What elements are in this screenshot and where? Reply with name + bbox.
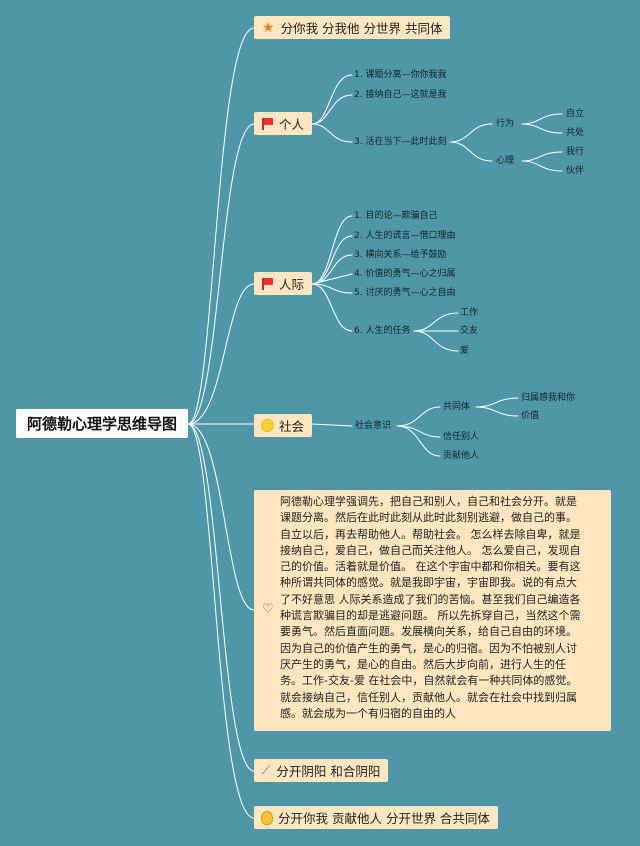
interpersonal-item-4: 4. 价值的勇气—心之归属 [354, 269, 456, 279]
task-work: 工作 [460, 308, 479, 318]
root-node[interactable]: 阿德勒心理学思维导图 [16, 409, 188, 438]
summary-line: 阿德勒心理学强调先，把自己和别人，自己和社会分开。就是 [280, 495, 577, 508]
flag-icon [262, 277, 273, 290]
sparkle-icon: ⟋ [262, 763, 271, 777]
interpersonal-item-3: 3. 横向关系—给予鼓励 [354, 250, 447, 260]
branch-yinyang[interactable]: ⟋ 分开阴阳 和合阴阳 [254, 759, 389, 782]
xingwei-child-2: 共处 [566, 128, 585, 138]
heart-icon: ♡ [262, 602, 274, 617]
summary-line: 要勇气。然后直面问题。发展横向关系，给自己自由的环境。 [280, 625, 577, 639]
summary-line: 感。就会成为一个有归宿的自由的人 [280, 706, 456, 720]
interpersonal-item-5: 5. 讨厌的勇气—心之自由 [354, 288, 456, 298]
summary-line: 了不好意思 人际关系造成了我们的苦恼。甚至我们自己编造各 [280, 592, 581, 606]
branch-interpersonal-label: 人际 [279, 277, 305, 292]
xinli-child-2: 伙伴 [566, 166, 585, 176]
summary-line: 务。工作-交友-爱 在社会中，自然就会有一种共同体的感觉。 [280, 674, 578, 688]
star-icon: ★ [262, 19, 275, 36]
summary-note[interactable]: ♡ 阿德勒心理学强调先，把自己和别人，自己和社会分开。就是 课题分离。然后在此时… [254, 490, 611, 731]
medal-icon [262, 811, 272, 824]
personal-sub-xingwei: 行为 [496, 119, 515, 129]
branch-top[interactable]: ★ 分你我 分我他 分世界 共同体 [254, 16, 451, 39]
summary-line: 课题分离。然后在此时此刻从此时此刻别逃避，做自己的事。 [280, 511, 577, 525]
branch-bottom[interactable]: 分开你我 贡献他人 分开世界 合共同体 [254, 806, 498, 829]
community-child-1: 归属感我和你 [521, 393, 576, 403]
branch-interpersonal[interactable]: 人际 [254, 272, 313, 295]
society-trust: 信任别人 [443, 432, 480, 442]
interpersonal-item-1: 1. 目的论—欺骗自己 [354, 211, 438, 221]
personal-item-3: 3. 活在当下—此时此刻 [354, 137, 447, 147]
summary-text: 阿德勒心理学强调先，把自己和别人，自己和社会分开。就是 课题分离。然后在此时此刻… [280, 494, 603, 722]
summary-line: 因为自己的价值产生的勇气，是心的归宿。因为不怕被别人讨 [280, 641, 577, 655]
summary-line: 己的价值。活着就是价值。 在这个宇宙中都和你相关。要有这 [280, 560, 581, 574]
society-contribute: 贡献他人 [443, 451, 480, 461]
task-love: 爱 [460, 346, 470, 356]
interpersonal-item-2: 2. 人生的谎言—借口理由 [354, 231, 456, 241]
community-child-2: 价值 [521, 411, 540, 421]
branch-yinyang-label: 分开阴阳 和合阴阳 [276, 764, 381, 779]
task-friendship: 交友 [460, 326, 479, 336]
interpersonal-item-6: 6. 人生的任务 [354, 326, 411, 336]
branch-society-label: 社会 [279, 419, 305, 434]
summary-line: 接纳自己，爱自己，做自己而关注他人。 怎么爱自己，发现自 [280, 543, 581, 557]
society-community: 共同体 [443, 402, 471, 412]
summary-line: 种所谓共同体的感觉。就是我即宇宙，宇宙即我。说的有点大 [280, 576, 577, 590]
branch-personal-label: 个人 [279, 117, 305, 132]
summary-line: 厌产生的勇气，是心的自由。然后大步向前，进行人生的任 [280, 657, 566, 671]
sun-icon [262, 420, 273, 431]
branch-personal[interactable]: 个人 [254, 112, 313, 135]
personal-item-1: 1. 课题分离—你你我我 [354, 70, 447, 80]
flag-icon [262, 117, 273, 130]
branch-society[interactable]: 社会 [254, 414, 313, 437]
xinli-child-1: 我行 [566, 147, 585, 157]
summary-line: 种谎言欺骗目的却是逃避问题。 所以先拆穿自己，当然这个需 [280, 609, 581, 623]
summary-line: 自立以后，再去帮助他人。帮助社会。 怎么样去除自卑，就是 [280, 527, 581, 541]
xingwei-child-1: 自立 [566, 109, 585, 119]
summary-line: 就会接纳自己，信任别人，贡献他人。就会在社会中找到归属 [280, 690, 577, 704]
personal-sub-xinli: 心理 [496, 156, 515, 166]
personal-item-2: 2. 接纳自己—这就是我 [354, 90, 447, 100]
society-awareness: 社会意识 [355, 421, 392, 431]
branch-bottom-label: 分开你我 贡献他人 分开世界 合共同体 [278, 811, 490, 826]
branch-top-label: 分你我 分我他 分世界 共同体 [280, 21, 443, 36]
